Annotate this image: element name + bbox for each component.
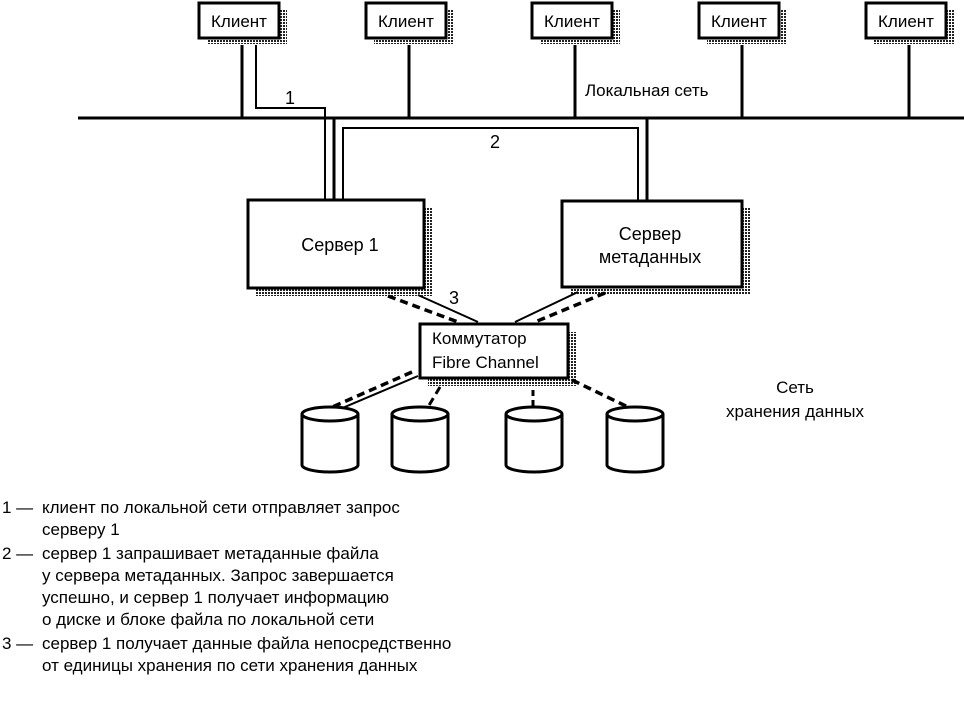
legend-text: от единицы хранения по сети хранения дан…	[42, 656, 418, 675]
client-node: Клиент	[197, 1, 287, 44]
legend-text: сервер 1 получает данные файла непосредс…	[42, 634, 452, 653]
legend-number: 1 —	[2, 498, 34, 517]
client-label: Клиент	[211, 12, 267, 31]
legend-item-3: 3 — сервер 1 получает данные файла непос…	[0, 633, 600, 677]
fibre-channel-switch-node: Коммутатор Fibre Channel	[418, 322, 576, 386]
client-label: Клиент	[544, 12, 600, 31]
client-label: Клиент	[378, 12, 434, 31]
legend-text: у сервера метаданных. Запрос завершается	[42, 566, 394, 585]
client-label: Клиент	[711, 12, 767, 31]
san-label-line1: Сеть	[776, 378, 814, 397]
path-2-line	[342, 127, 639, 200]
path-1-line	[255, 45, 326, 199]
server1-switch-link	[417, 294, 479, 323]
storage-unit	[390, 405, 450, 474]
switch-storage-1-dashed	[329, 370, 413, 410]
legend-text: успешно, и сервер 1 получает информацию	[42, 588, 389, 607]
client-node: Клиент	[697, 1, 787, 44]
switch-storage-1-link	[332, 375, 419, 413]
path-1-marker: 1	[285, 88, 295, 108]
client-node: Клиент	[530, 1, 620, 44]
metadata-server-label-line2: метаданных	[599, 247, 701, 267]
switch-storage-4-link	[571, 378, 631, 410]
legend-text: о диске и блоке файла по локальной сети	[42, 610, 375, 629]
storage-unit	[504, 405, 564, 474]
legend: 1 — клиент по локальной сети отправляет …	[0, 497, 600, 679]
switch-storage-2-link	[423, 386, 442, 413]
metadata-server-node: Сервер метаданных	[560, 199, 750, 294]
san-architecture-diagram: 1 2 Локальная сеть Клиент Клиент Клиент …	[78, 1, 964, 474]
server-1-node: Сервер 1	[246, 198, 432, 296]
legend-item-2: 2 — сервер 1 запрашивает метаданные файл…	[0, 543, 600, 631]
lan-label: Локальная сеть	[585, 81, 709, 100]
storage-unit	[300, 405, 360, 474]
client-node: Клиент	[864, 1, 954, 44]
client-label: Клиент	[878, 12, 934, 31]
switch-label-line2: Fibre Channel	[432, 353, 539, 372]
metadata-switch-link	[514, 291, 579, 323]
path-2-marker: 2	[490, 132, 500, 152]
legend-text: серверу 1	[42, 520, 120, 539]
san-label-line2: хранения данных	[726, 402, 864, 421]
legend-number: 2 —	[2, 544, 34, 563]
server-1-label: Сервер 1	[301, 235, 378, 255]
client-node: Клиент	[364, 1, 454, 44]
path-3-marker: 3	[449, 288, 459, 308]
legend-text: клиент по локальной сети отправляет запр…	[42, 498, 400, 517]
storage-unit	[605, 405, 665, 474]
legend-number: 3 —	[2, 634, 34, 653]
metadata-server-label-line1: Сервер	[619, 224, 681, 244]
legend-text: сервер 1 запрашивает метаданные файла	[42, 544, 379, 563]
legend-item-1: 1 — клиент по локальной сети отправляет …	[0, 497, 600, 541]
switch-label-line1: Коммутатор	[432, 329, 527, 348]
